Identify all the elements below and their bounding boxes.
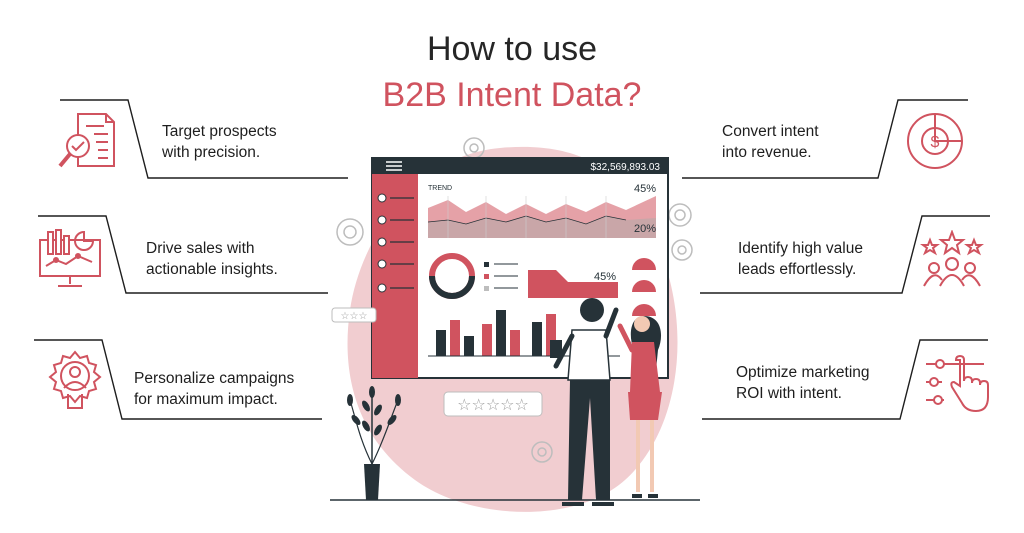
dashboard-illustration: $32,569,893.03 TREND 45% 20% 45% (330, 137, 700, 512)
area-chart (528, 270, 618, 298)
sidebar-lines (390, 197, 414, 289)
benefit-optimize-roi: Optimize marketing ROI with intent. (736, 362, 870, 404)
trend-percent-top: 45% (634, 183, 656, 195)
woman-figure (617, 316, 662, 498)
analytics-monitor-icon (39, 229, 101, 287)
title-line-2: B2B Intent Data? (382, 76, 642, 114)
benefit-text-line: Convert intent (722, 123, 819, 140)
star-rating-icon: ☆☆☆ (341, 311, 368, 322)
svg-text:$: $ (931, 134, 940, 151)
donut-legend (484, 262, 518, 291)
benefit-drive-sales: Drive sales with actionable insights. (146, 238, 278, 280)
benefit-convert-intent: Convert intent into revenue. (722, 121, 819, 163)
document-magnifier-icon (58, 113, 115, 168)
star-team-icon (920, 230, 984, 287)
rating-box (331, 307, 377, 323)
benefit-text-line: into revenue. (722, 144, 812, 161)
gear-icon (336, 137, 693, 463)
benefit-text-line: Target prospects (162, 123, 277, 140)
trend-percent-bottom: 20% (634, 223, 656, 235)
dashboard-amount: $32,569,893.03 (590, 162, 660, 173)
menu-icon (386, 161, 402, 171)
area-percent: 45% (594, 271, 616, 283)
dashboard-sidebar (372, 174, 418, 378)
benefit-identify-leads: Identify high value leads effortlessly. (738, 238, 863, 280)
benefit-text-line: ROI with intent. (736, 385, 842, 402)
sidebar-items (377, 193, 387, 293)
benefit-text-line: with precision. (162, 144, 261, 161)
benefit-target-prospects: Target prospects with precision. (162, 121, 277, 163)
user-gear-target-icon (48, 350, 102, 409)
benefit-text-line: for maximum impact. (134, 391, 278, 408)
benefit-text-line: Personalize campaigns (134, 370, 295, 387)
trend-label: TREND (428, 185, 452, 192)
trend-area-bottom (428, 216, 656, 238)
benefit-personalize: Personalize campaigns for maximum impact… (134, 368, 294, 410)
dashboard-topbar (372, 158, 668, 174)
trend-gridlines (447, 196, 607, 238)
star-rating-icon: ☆☆☆☆☆ (457, 395, 529, 414)
donut-segment (429, 275, 475, 299)
title-line-1: How to use (426, 30, 598, 68)
hand-sliders-icon (926, 354, 989, 413)
benefit-text-line: leads effortlessly. (738, 261, 857, 278)
benefit-text-line: Identify high value (738, 240, 863, 257)
benefit-text-line: Optimize marketing (736, 364, 870, 381)
benefit-text-line: Drive sales with (146, 240, 255, 257)
man-figure (550, 298, 619, 506)
plant-icon (347, 386, 401, 500)
dollar-pie-chart-icon: $ (907, 113, 963, 169)
benefit-text-line: actionable insights. (146, 261, 278, 278)
rating-box-large (443, 391, 543, 417)
